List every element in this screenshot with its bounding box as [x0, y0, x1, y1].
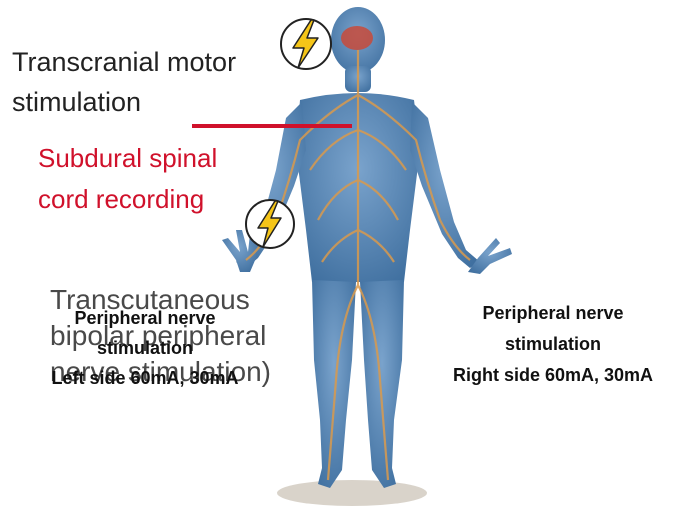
label-left-peripheral-stimulation: Peripheral nerve stimulation Left side 6…	[30, 303, 260, 393]
brain	[341, 26, 373, 50]
lightning-bolt-icon	[281, 19, 331, 69]
label-transcranial-motor-stimulation: Transcranial motor stimulation	[12, 42, 236, 122]
label-right-peripheral-stimulation: Peripheral nerve stimulation Right side …	[413, 298, 687, 391]
lightning-bolt-icon	[246, 200, 294, 248]
label-subdural-spinal-cord-recording: Subdural spinal cord recording	[38, 138, 217, 220]
nervous-system	[246, 50, 470, 480]
ground-shadow	[277, 480, 427, 506]
